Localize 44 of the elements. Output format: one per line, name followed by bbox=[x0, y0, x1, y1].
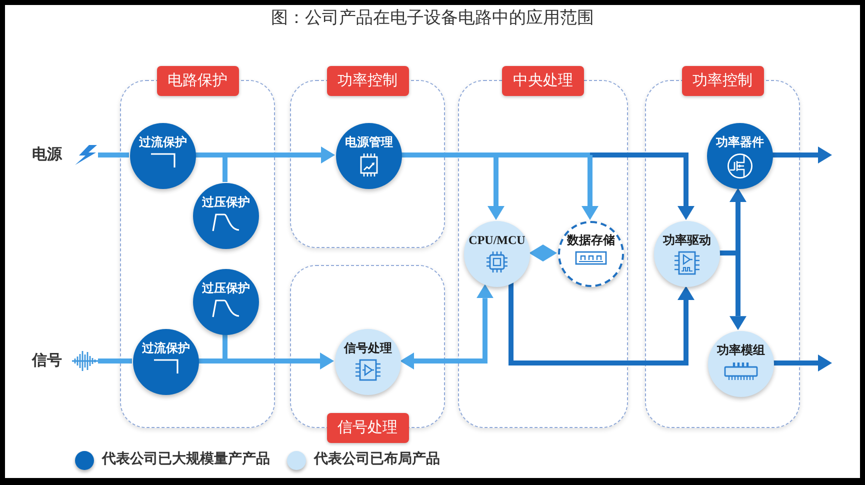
node-label: 功率模组 bbox=[717, 344, 765, 356]
connector-line bbox=[401, 152, 496, 158]
connector-line bbox=[222, 334, 228, 361]
node-label: 过压保护 bbox=[202, 282, 250, 294]
signal-wave-icon bbox=[72, 350, 98, 372]
arrow bbox=[225, 352, 334, 370]
connector-line bbox=[98, 152, 129, 158]
arrow bbox=[530, 244, 557, 262]
node-label: 过流保护 bbox=[142, 342, 190, 354]
arrow bbox=[773, 354, 832, 372]
connector-line bbox=[195, 152, 225, 158]
connector-line bbox=[496, 152, 590, 158]
section-tag: 功率控制 bbox=[682, 66, 764, 96]
source-label: 信号 bbox=[32, 352, 62, 371]
arrow bbox=[488, 155, 504, 220]
node-label: 功率驱动 bbox=[663, 234, 711, 246]
section-tag: 信号处理 bbox=[326, 413, 408, 443]
arrow bbox=[730, 188, 746, 253]
legend-label: 代表公司已大规模量产产品 bbox=[102, 450, 270, 469]
section-tag: 中央处理 bbox=[502, 66, 584, 96]
arrow bbox=[225, 146, 335, 164]
connector-line bbox=[98, 358, 132, 364]
diagram-title: 图：公司产品在电子设备电路中的应用范围 bbox=[271, 7, 594, 29]
section-tag: 功率控制 bbox=[326, 66, 408, 96]
connector-line bbox=[222, 155, 228, 182]
arrow bbox=[400, 284, 494, 370]
node-label: 信号处理 bbox=[344, 342, 392, 354]
arrow bbox=[730, 253, 746, 330]
connector-line bbox=[198, 358, 225, 364]
arrow bbox=[772, 146, 832, 164]
arrow bbox=[590, 152, 694, 220]
node-label: 过压保护 bbox=[202, 196, 250, 208]
arrow bbox=[508, 282, 694, 366]
arrow bbox=[582, 155, 598, 220]
source-label: 电源 bbox=[32, 145, 62, 165]
section-tag: 电路保护 bbox=[156, 66, 238, 96]
connector-line bbox=[719, 250, 738, 256]
node-label: 电源管理 bbox=[345, 136, 393, 148]
node-label: 过流保护 bbox=[139, 136, 187, 148]
node-label: CPU/MCU bbox=[468, 234, 526, 246]
legend-label: 代表公司已布局产品 bbox=[314, 450, 440, 469]
node-label: 数据存储 bbox=[567, 234, 615, 246]
lightning-icon bbox=[74, 145, 98, 165]
node-label: 功率器件 bbox=[716, 136, 764, 148]
